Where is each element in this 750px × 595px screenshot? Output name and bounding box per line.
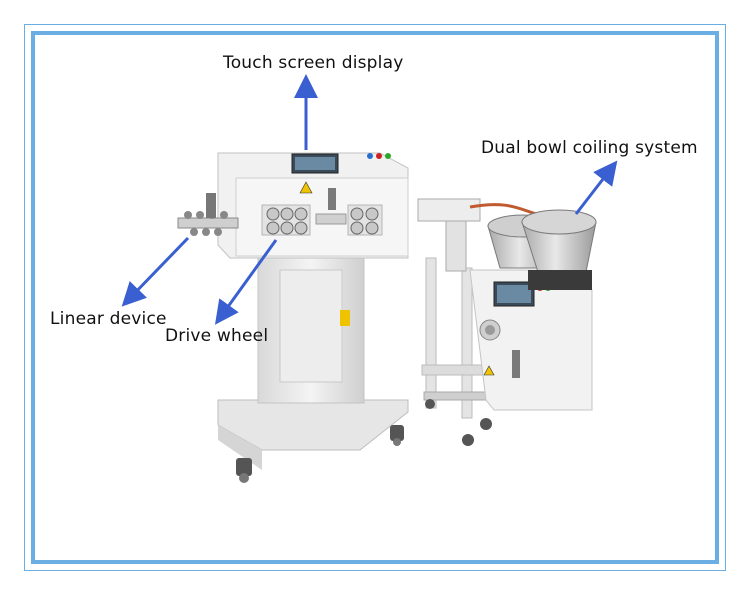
drive-wheel-label: Drive wheel [165, 326, 269, 346]
linear-device [177, 193, 239, 236]
linear-device-label: Linear device [50, 309, 167, 329]
caster-wheels [236, 425, 404, 483]
arrow-dual-bowl [574, 160, 618, 215]
arrow-drive-wheel [214, 239, 278, 325]
dual-bowl-label: Dual bowl coiling system [481, 138, 698, 158]
warning-sticker [340, 310, 350, 326]
coiling-bowls [487, 209, 597, 290]
coiling-machine [417, 198, 597, 446]
cutting-machine [177, 152, 409, 483]
drive-wheel-set [261, 188, 383, 236]
touch-screen-label: Touch screen display [223, 53, 404, 73]
callout-arrows [121, 74, 618, 325]
outer-frame [24, 24, 726, 571]
arrow-linear-device [121, 236, 190, 307]
